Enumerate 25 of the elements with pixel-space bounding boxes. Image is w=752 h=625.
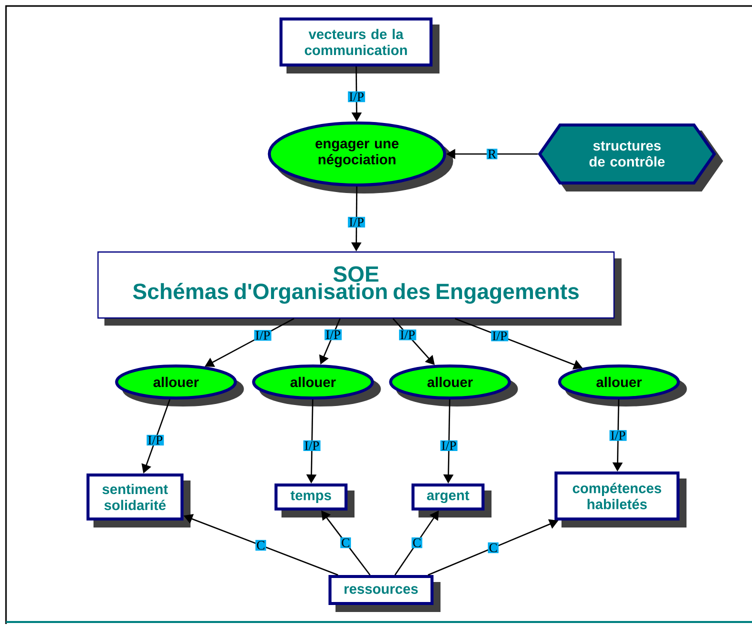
edge-label: C bbox=[412, 537, 422, 548]
concept-box: compétences habiletés bbox=[554, 472, 686, 528]
concept-box: sentiment solidarité bbox=[86, 474, 190, 528]
edge-label: R bbox=[486, 148, 498, 160]
concept-box: vecteurs de la communication bbox=[280, 18, 440, 74]
concept-box: argent bbox=[412, 484, 492, 518]
arrow bbox=[321, 510, 371, 576]
edge-label: I/P bbox=[609, 430, 627, 441]
edge-label: I/P bbox=[303, 440, 320, 452]
edge-label: C bbox=[340, 537, 351, 548]
control-hexagon: structures de contrôle bbox=[538, 124, 724, 192]
edge-label: I/P bbox=[491, 330, 508, 342]
edge-label: I/P bbox=[254, 330, 272, 341]
concept-box: ressources bbox=[328, 575, 440, 612]
edge-label: C bbox=[488, 542, 499, 554]
edge-label: I/P bbox=[146, 434, 164, 446]
arrow bbox=[394, 510, 439, 576]
edge-label: I/P bbox=[324, 329, 342, 340]
edge-label: C bbox=[255, 540, 266, 551]
edge-label: I/P bbox=[348, 91, 366, 102]
edge-label: I/P bbox=[440, 440, 458, 452]
edge-label: I/P bbox=[348, 216, 366, 228]
concept-box: temps bbox=[274, 484, 354, 518]
concept-box: SOE Schémas d'Organisation des Engagements bbox=[97, 251, 622, 326]
edge-label: I/P bbox=[399, 330, 416, 340]
